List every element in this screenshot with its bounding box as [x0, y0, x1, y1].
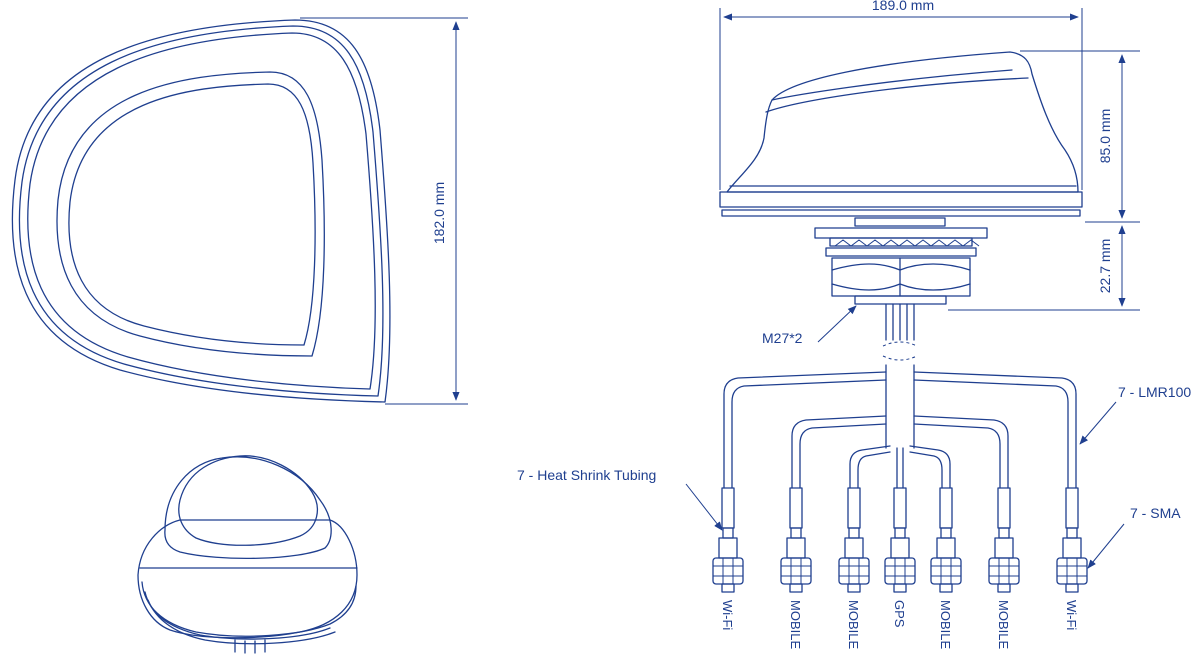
connector-leader: [1087, 523, 1125, 569]
connector-row: Wi-Fi MOBILE MOBILE GPS MOBILE MOBILE Wi-Fi: [712, 487, 1088, 649]
cable-leader: [1079, 401, 1117, 445]
tubing-leader: [685, 483, 723, 531]
tubing-label: 7 - Heat Shrink Tubing: [517, 467, 656, 483]
dimension-189-label: 189.0 mm: [872, 0, 934, 13]
connector-callout-label: 7 - SMA: [1130, 505, 1181, 521]
dimension-22-label: 22.7 mm: [1097, 239, 1113, 293]
sma-connector: MOBILE: [988, 487, 1020, 649]
dimension-189: [719, 8, 1083, 190]
sma-connector: MOBILE: [838, 487, 870, 649]
dimension-height: [948, 50, 1140, 311]
connector-label: Wi-Fi: [1064, 600, 1079, 630]
connector-label: Wi-Fi: [720, 600, 735, 630]
connector-label: MOBILE: [846, 600, 861, 649]
cable-label: 7 - LMR100: [1118, 384, 1191, 400]
sma-connector: MOBILE: [780, 487, 812, 649]
connector-label: MOBILE: [938, 600, 953, 649]
sma-connector: GPS: [884, 487, 916, 628]
sma-connector: Wi-Fi: [1056, 487, 1088, 630]
cable-breakout: [723, 371, 1077, 489]
dimension-85-label: 85.0 mm: [1097, 109, 1113, 163]
dimension-182: [300, 17, 468, 405]
top-view: [11, 19, 391, 403]
thread-label: M27*2: [762, 330, 803, 346]
sma-connector: Wi-Fi: [712, 487, 744, 630]
sma-connector: MOBILE: [930, 487, 962, 649]
thread-leader: [817, 305, 857, 343]
connector-label: MOBILE: [788, 600, 803, 649]
dimension-182-label: 182.0 mm: [431, 182, 447, 244]
isometric-view: [137, 455, 358, 654]
connector-label: GPS: [892, 600, 907, 628]
side-view: [719, 51, 1083, 449]
connector-label: MOBILE: [996, 600, 1011, 649]
